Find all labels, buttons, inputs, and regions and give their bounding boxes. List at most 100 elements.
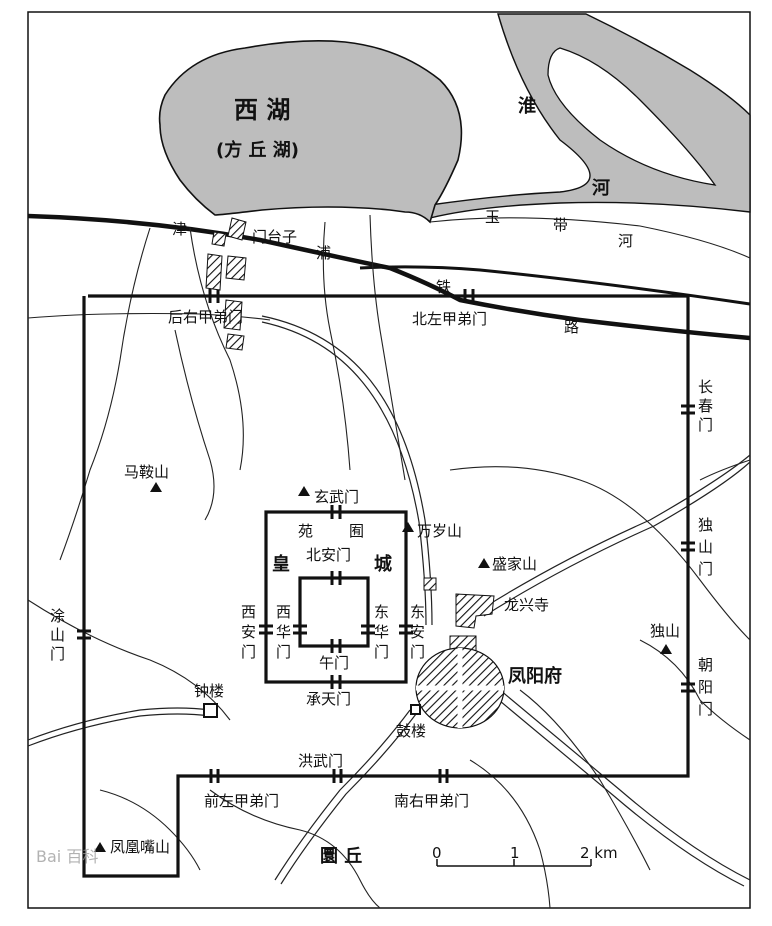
- yudai-river: [429, 217, 751, 259]
- xihua-char-3: 门: [276, 643, 291, 661]
- stream-east-2: [699, 459, 751, 481]
- scale-tick-2: 2 km: [580, 844, 618, 862]
- hatched-block: [423, 577, 437, 591]
- road-east: [479, 454, 751, 611]
- imperial-city-char-1: 皇: [272, 553, 290, 575]
- fengyang-prefecture-label: 凤阳府: [508, 665, 562, 687]
- hongwu-gate-label: 洪武门: [298, 752, 343, 770]
- tushan-char-1: 涂: [50, 607, 65, 625]
- dushan-mountain-marker: [660, 644, 672, 654]
- stream-east-1: [449, 466, 751, 641]
- stream-east-3: [519, 689, 651, 871]
- wansui-mountain-label: 万岁山: [417, 522, 462, 540]
- bell-tower-label: 钟楼: [194, 682, 224, 700]
- railway-char-1: 津: [172, 220, 187, 238]
- railway: [27, 213, 751, 341]
- river-island: [547, 47, 717, 186]
- maan-mountain-marker: [150, 482, 162, 492]
- changchun-char-2: 春: [698, 397, 713, 415]
- lake-name: 西 湖: [234, 96, 290, 124]
- stream-west-4: [174, 329, 215, 521]
- chengtian-gate-label: 承天门: [306, 690, 351, 708]
- tushan-char-2: 山: [50, 626, 65, 644]
- imperial-city-wall: [264, 510, 408, 684]
- fenghuangzui-mountain-marker: [94, 842, 106, 852]
- stream-south-2: [99, 789, 201, 871]
- river-char-1: 淮: [518, 95, 536, 117]
- donghua-char-1: 东: [374, 603, 389, 621]
- mentaizi-label: 门台子: [252, 228, 297, 246]
- xian-char-2: 安: [241, 623, 256, 641]
- donghua-char-3: 门: [374, 643, 389, 661]
- drum-tower-marker: [410, 704, 421, 715]
- dongan-char-3: 门: [410, 643, 425, 661]
- xuanwu-gate-label: 玄武门: [314, 488, 359, 506]
- railway-char-4: 路: [564, 318, 579, 336]
- south-right-gate-label: 南右甲弟门: [394, 792, 469, 810]
- road-south-2: [280, 713, 417, 885]
- road-southeast: [499, 689, 751, 881]
- donghua-char-2: 华: [374, 623, 389, 641]
- stream-west-3: [189, 227, 244, 471]
- xuanwu-mountain-marker: [298, 486, 310, 496]
- stream-mid: [322, 221, 351, 471]
- stream-south: [209, 789, 381, 909]
- lake-alt-name: (方 丘 湖): [216, 139, 299, 161]
- stream-west-2: [59, 227, 151, 561]
- maan-mountain-label: 马鞍山: [124, 463, 169, 481]
- shengjia-mountain-marker: [478, 558, 490, 568]
- stream-char-2: 带: [553, 216, 568, 234]
- outer-city-wall: [82, 294, 690, 878]
- road-north-2: [261, 321, 427, 626]
- road-southwest: [27, 707, 211, 741]
- front-left-gate-label: 前左甲弟门: [204, 792, 279, 810]
- xian-char-3: 门: [241, 643, 256, 661]
- dongan-char-2: 安: [410, 623, 425, 641]
- watermark: Bai 百科: [36, 847, 98, 866]
- palace-city-wall: [298, 576, 370, 648]
- west-lake: [158, 40, 463, 224]
- stream-char-3: 河: [618, 232, 633, 250]
- fengyang-prefecture: [415, 647, 505, 729]
- yuanqiu-label: 圜 丘: [320, 846, 362, 867]
- stream-west-1: [27, 312, 271, 321]
- scale-bar: [436, 859, 592, 867]
- road-east-2: [483, 461, 751, 617]
- scale-tick-0: 0: [432, 844, 442, 862]
- imperial-city-char-2: 城: [374, 553, 392, 575]
- stream-sw: [27, 599, 231, 721]
- longxing-temple-block: [455, 593, 495, 629]
- dushan-mountain-label: 独山: [650, 622, 680, 640]
- railway-char-3: 铁: [436, 278, 451, 296]
- stream-mid-2: [369, 214, 406, 481]
- dushan-gate-char-1: 独: [698, 516, 713, 534]
- railway-branch: [359, 265, 751, 306]
- road-south: [274, 709, 411, 881]
- xihua-char-2: 华: [276, 623, 291, 641]
- chaoyang-char-1: 朝: [698, 656, 713, 674]
- railway-char-2: 浦: [316, 244, 331, 262]
- xihua-char-1: 西: [276, 603, 291, 621]
- beian-gate-label: 北安门: [306, 546, 351, 564]
- drum-tower-label: 鼓楼: [396, 722, 426, 740]
- garden-char-1: 苑: [298, 522, 313, 540]
- stream-east-4: [469, 759, 551, 909]
- stream-char-1: 玉: [485, 208, 500, 226]
- shengjia-mountain-label: 盛家山: [492, 555, 537, 573]
- xian-char-1: 西: [241, 603, 256, 621]
- chaoyang-char-3: 门: [698, 700, 713, 718]
- road-southwest-2: [27, 713, 211, 747]
- scale-tick-1: 1: [510, 844, 520, 862]
- dongan-char-1: 东: [410, 603, 425, 621]
- wumen-gate-label: 午门: [319, 654, 349, 672]
- north-left-gate-label: 北左甲弟门: [412, 310, 487, 328]
- chaoyang-char-2: 阳: [698, 678, 713, 696]
- wansui-mountain-marker: [402, 522, 414, 532]
- changchun-char-1: 长: [698, 378, 713, 396]
- mentaizi-ruins: [205, 217, 247, 351]
- road-north: [261, 315, 433, 626]
- fenghuangzui-mountain-label: 凤凰嘴山: [110, 838, 170, 856]
- bell-tower-marker: [203, 703, 218, 718]
